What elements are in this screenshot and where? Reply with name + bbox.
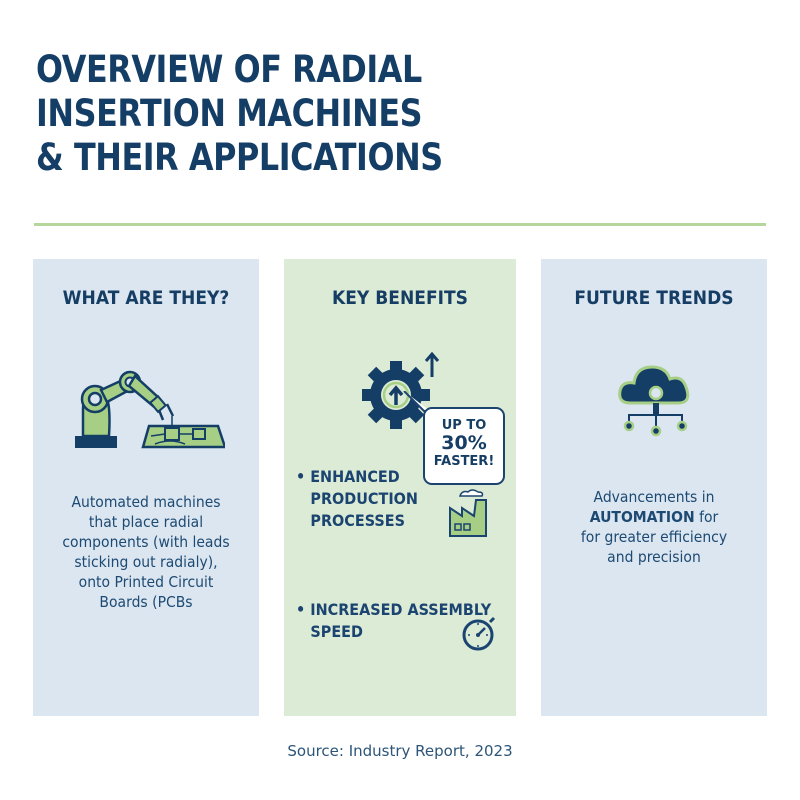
benefit-text: PRODUCTION xyxy=(310,489,418,508)
stopwatch-icon xyxy=(462,616,496,651)
page-title: OVERVIEW OF RADIAL INSERTION MACHINES & … xyxy=(36,48,443,180)
benefit-text: ENHANCED xyxy=(310,467,400,486)
title-line: OVERVIEW OF RADIAL xyxy=(36,48,422,91)
title-line: & THEIR APPLICATIONS xyxy=(36,136,443,179)
text-fragment: for xyxy=(694,508,719,526)
callout-percent: 30% xyxy=(441,432,487,454)
text-line: and precision xyxy=(607,548,701,566)
benefit-text: INCREASED ASSEMBLY xyxy=(310,600,492,619)
callout-line: UP TO xyxy=(441,418,487,433)
panel-title: WHAT ARE THEY? xyxy=(62,287,230,309)
benefit-item: • INCREASED ASSEMBLY SPEED xyxy=(296,600,492,641)
text-line: that place radial xyxy=(88,513,204,531)
text-line: Boards (PCBs xyxy=(99,593,193,611)
panel-what-are-they: WHAT ARE THEY? Automated machines that p… xyxy=(33,259,259,716)
cloud-network-icon xyxy=(618,365,690,437)
benefit-item: • ENHANCED PRODUCTION PROCESSES xyxy=(296,467,418,530)
panel-future-trends: FUTURE TRENDS Advancements in AUTOMATION… xyxy=(541,259,767,716)
text-line: Automated machines xyxy=(71,493,221,511)
benefit-text: PROCESSES xyxy=(310,511,405,530)
panel-key-benefits: KEY BENEFITS UP TO 30% FASTER! xyxy=(284,259,516,716)
text-line: onto Printed Circuit xyxy=(78,573,214,591)
panel-description: Automated machines that place radial com… xyxy=(44,492,247,612)
title-divider xyxy=(34,223,766,226)
text-line: components (with leads xyxy=(62,533,230,551)
text-emphasis: AUTOMATION xyxy=(589,508,695,526)
panel-description: Advancements in AUTOMATION for for great… xyxy=(552,487,755,567)
text-line: for greater efficiency xyxy=(580,528,728,546)
gear-up-arrow-icon xyxy=(362,351,440,429)
panel-title: KEY BENEFITS xyxy=(331,287,468,309)
title-line: INSERTION MACHINES xyxy=(36,92,423,135)
source-citation: Source: Industry Report, 2023 xyxy=(287,742,513,760)
text-line: sticking out radialy), xyxy=(74,553,218,571)
panel-title: FUTURE TRENDS xyxy=(574,287,734,309)
speed-callout: UP TO 30% FASTER! xyxy=(423,407,505,485)
factory-icon xyxy=(449,489,487,537)
robotic-arm-pcb-icon xyxy=(75,370,225,449)
benefit-text: SPEED xyxy=(310,622,363,641)
text-line: AUTOMATION for xyxy=(552,507,755,527)
callout-line: FASTER! xyxy=(433,454,495,469)
text-line: Advancements in xyxy=(593,488,715,506)
